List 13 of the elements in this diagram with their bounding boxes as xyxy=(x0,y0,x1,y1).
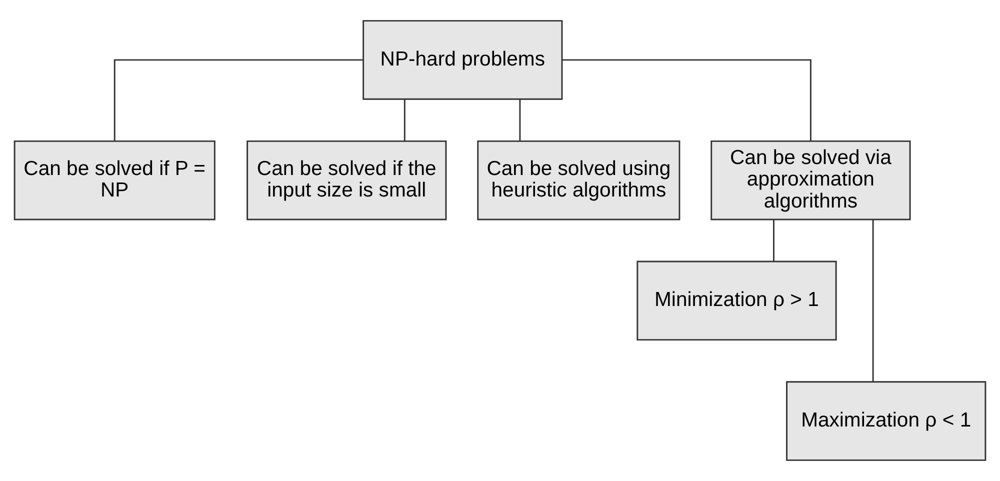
connector xyxy=(773,220,774,262)
node-box: Can be solved if P = NP xyxy=(14,140,216,220)
node-box: Can be solved via approximation algorithms xyxy=(710,140,911,220)
connector xyxy=(404,99,406,141)
connector xyxy=(114,59,363,141)
node-box: Can be solved using heuristic algorithms xyxy=(477,140,680,220)
node-box: Can be solved if the input size is small xyxy=(246,140,447,220)
connector xyxy=(872,220,874,382)
node-box: Minimization ρ > 1 xyxy=(636,260,837,341)
node-box: Maximization ρ < 1 xyxy=(786,381,986,461)
connector xyxy=(519,99,521,141)
node-box: NP-hard problems xyxy=(362,20,563,100)
connector xyxy=(562,59,812,141)
